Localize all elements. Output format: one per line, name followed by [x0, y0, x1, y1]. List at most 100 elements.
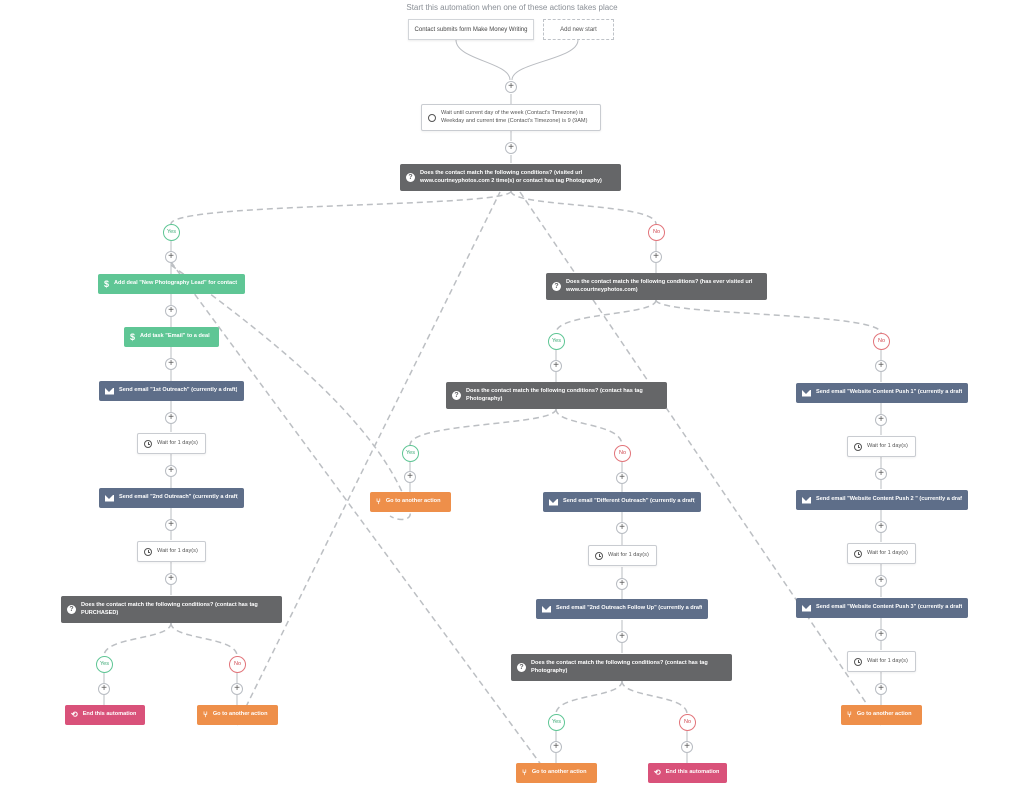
question-circle-icon: ? — [67, 605, 76, 614]
add-step-button[interactable]: + — [404, 471, 416, 483]
wait-node[interactable]: Wait for 1 day(s) — [847, 651, 916, 672]
node-label: Does the contact match the following con… — [81, 601, 258, 616]
add-step-button[interactable]: + — [231, 683, 243, 695]
condition-node-purchased[interactable]: ? Does the contact match the following c… — [61, 596, 282, 623]
yes-branch-badge: Yes — [548, 714, 565, 731]
send-email-node[interactable]: Send email "1st Outreach" (currently a d… — [99, 381, 244, 401]
add-step-button[interactable]: + — [875, 521, 887, 533]
goto-action-node[interactable]: ⑂ Go to another action — [370, 492, 451, 512]
end-automation-node[interactable]: ⟲ End this automation — [65, 705, 145, 725]
add-step-button[interactable]: + — [875, 629, 887, 641]
envelope-icon — [802, 604, 811, 612]
dollar-icon: $ — [104, 278, 110, 289]
add-step-button[interactable]: + — [616, 631, 628, 643]
wait-node[interactable]: Wait for 1 day(s) — [847, 543, 916, 564]
end-automation-node[interactable]: ⟲ End this automation — [648, 763, 727, 783]
clock-icon — [428, 113, 436, 122]
no-branch-badge: No — [679, 714, 696, 731]
envelope-icon — [549, 498, 558, 506]
clock-icon — [144, 547, 152, 556]
node-label: Wait for 1 day(s) — [867, 549, 908, 556]
add-step-button[interactable]: + — [505, 142, 517, 154]
no-branch-badge: No — [614, 445, 631, 462]
condition-node-main[interactable]: ? Does the contact match the following c… — [400, 164, 621, 191]
envelope-icon — [542, 605, 551, 613]
goto-action-node[interactable]: ⑂ Go to another action — [197, 705, 278, 725]
node-label: Go to another action — [385, 498, 441, 505]
condition-node-photography[interactable]: ? Does the contact match the following c… — [446, 382, 667, 409]
node-label: Send email "2nd Outreach" (currently a d… — [119, 494, 238, 501]
add-step-button[interactable]: + — [165, 251, 177, 263]
branch-icon: ⑂ — [847, 709, 852, 719]
node-label: Wait for 1 day(s) — [157, 439, 198, 446]
add-task-node[interactable]: $ Add task "Email" to a deal — [124, 327, 219, 347]
add-deal-node[interactable]: $ Add deal "New Photography Lead" for co… — [98, 274, 245, 294]
refresh-icon: ⟲ — [71, 709, 78, 719]
add-step-button[interactable]: + — [616, 472, 628, 484]
add-step-button[interactable]: + — [875, 468, 887, 480]
node-label: Add task "Email" to a deal — [140, 333, 210, 340]
node-label: Does the contact match the following con… — [466, 387, 643, 402]
condition-node-visited[interactable]: ? Does the contact match the following c… — [546, 273, 767, 300]
node-label: Go to another action — [856, 711, 912, 718]
node-label: End this automation — [665, 769, 720, 776]
node-label: Send email "Different Outreach" (current… — [563, 498, 695, 505]
add-step-button[interactable]: + — [550, 360, 562, 372]
add-step-button[interactable]: + — [165, 573, 177, 585]
wait-node[interactable]: Wait for 1 day(s) — [588, 545, 657, 566]
send-email-node[interactable]: Send email "Different Outreach" (current… — [543, 492, 701, 512]
add-step-button[interactable]: + — [875, 683, 887, 695]
node-label: Go to another action — [531, 769, 587, 776]
branch-icon: ⑂ — [203, 709, 208, 719]
send-email-node[interactable]: Send email "2nd Outreach" (currently a d… — [99, 488, 244, 508]
node-label: Does the contact match the following con… — [531, 659, 708, 674]
goto-action-node[interactable]: ⑂ Go to another action — [841, 705, 922, 725]
node-label: Send email "Website Content Push 3" (cur… — [816, 604, 962, 611]
add-step-button[interactable]: + — [165, 358, 177, 370]
wait-node[interactable]: Wait for 1 day(s) — [137, 541, 206, 562]
node-label: Send email "2nd Outreach Follow Up" (cur… — [556, 605, 702, 612]
add-step-button[interactable]: + — [550, 741, 562, 753]
no-branch-badge: No — [229, 656, 246, 673]
add-step-button[interactable]: + — [98, 683, 110, 695]
yes-branch-badge: Yes — [96, 656, 113, 673]
send-email-node[interactable]: Send email "Website Content Push 3" (cur… — [796, 598, 968, 618]
add-step-button[interactable]: + — [875, 575, 887, 587]
branch-icon: ⑂ — [522, 767, 527, 777]
refresh-icon: ⟲ — [654, 767, 661, 777]
node-label: Wait for 1 day(s) — [608, 551, 649, 558]
envelope-icon — [105, 387, 114, 395]
start-trigger-form[interactable]: Contact submits form Make Money Writing — [408, 19, 534, 40]
send-email-node[interactable]: Send email "Website Content Push 2 " (cu… — [796, 490, 968, 510]
add-step-button[interactable]: + — [650, 251, 662, 263]
clock-icon — [854, 442, 862, 451]
condition-node-photography[interactable]: ? Does the contact match the following c… — [511, 654, 732, 681]
wait-node[interactable]: Wait for 1 day(s) — [137, 433, 206, 454]
clock-icon — [854, 657, 862, 666]
send-email-node[interactable]: Send email "Website Content Push 1" (cur… — [796, 383, 968, 403]
node-label: Does the contact match the following con… — [420, 169, 602, 184]
node-label: Send email "Website Content Push 1" (cur… — [816, 389, 962, 396]
clock-icon — [854, 549, 862, 558]
send-email-node[interactable]: Send email "2nd Outreach Follow Up" (cur… — [536, 599, 708, 619]
add-new-start-button[interactable]: Add new start — [543, 19, 614, 40]
add-step-button[interactable]: + — [681, 741, 693, 753]
wait-node[interactable]: Wait for 1 day(s) — [847, 436, 916, 457]
add-step-button[interactable]: + — [616, 578, 628, 590]
add-step-button[interactable]: + — [875, 360, 887, 372]
node-label: End this automation — [82, 711, 137, 718]
clock-icon — [144, 439, 152, 448]
yes-branch-badge: Yes — [163, 224, 180, 241]
node-label: Wait until current day of the week (Cont… — [441, 109, 588, 124]
add-step-button[interactable]: + — [165, 465, 177, 477]
wait-until-node[interactable]: Wait until current day of the week (Cont… — [421, 104, 601, 131]
add-step-button[interactable]: + — [875, 414, 887, 426]
question-circle-icon: ? — [452, 391, 461, 400]
goto-action-node[interactable]: ⑂ Go to another action — [516, 763, 597, 783]
add-step-button[interactable]: + — [505, 81, 517, 93]
no-branch-badge: No — [873, 333, 890, 350]
add-step-button[interactable]: + — [165, 305, 177, 317]
add-step-button[interactable]: + — [616, 522, 628, 534]
add-step-button[interactable]: + — [165, 519, 177, 531]
add-step-button[interactable]: + — [165, 412, 177, 424]
